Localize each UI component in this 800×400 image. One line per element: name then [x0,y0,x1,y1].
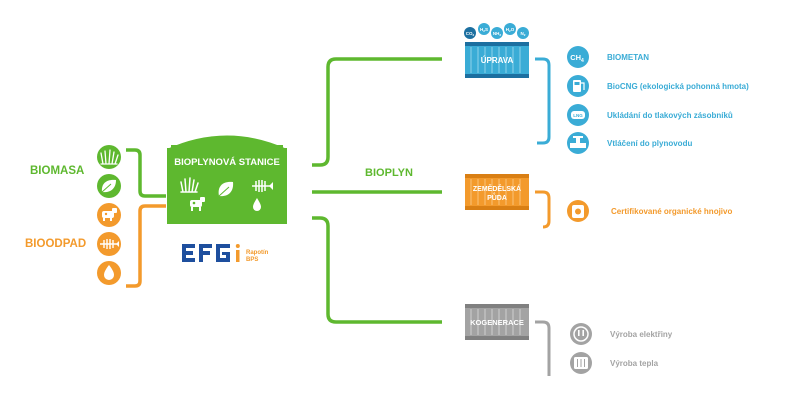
station-title: BIOPLYNOVÁ STANICE [174,157,280,168]
svg-text:NH3: NH3 [493,31,502,37]
svg-text:H2S: H2S [480,27,488,33]
source-grass-icon [97,145,121,169]
puda-box: ZEMĚDĚLSKÁ PŮDA [465,174,529,210]
gas-bubble-h2o: H2O [504,23,516,35]
svg-text:LNG: LNG [573,113,583,118]
output-biocng: BioCNG (ekologická pohonná hmota) [607,82,749,91]
biogas-station: BIOPLYNOVÁ STANICE [167,135,287,224]
fuel-pump-icon [567,75,589,97]
svg-text:N2: N2 [521,31,526,37]
ch4-icon: CH4 [567,46,589,68]
bioodpad-label: BIOODPAD [25,238,86,250]
bioodpad-connector [126,204,166,288]
output-hnojivo: Certifikované organické hnojivo [611,207,732,216]
svg-text:H2O: H2O [506,27,515,33]
output-biometan: BIOMETAN [607,53,649,62]
source-fish-bone-icon [97,232,121,256]
station-grass-icon [180,177,199,193]
radiator-icon [570,352,592,374]
kogenerace-label: KOGENERACE [470,318,524,327]
efg-logo-mark [182,244,230,262]
source-cow-icon [97,203,121,227]
output-ukladani: Ukládání do tlakových zásobníků [607,111,733,120]
uprava-output-bracket [535,57,551,145]
logo-sub-line1: Rapotín [246,250,269,256]
gas-bubbles: CO2 H2S NH3 H2O N2 [464,23,529,39]
gas-bubble-n2: N2 [517,27,529,39]
connector-kogenerace [312,216,442,324]
gas-bubble-h2s: H2S [478,23,490,35]
gas-bubble-co2: CO2 [464,27,476,39]
output-vtlaceni: Vtláčení do plynovodu [607,139,692,148]
uprava-box: ÚPRAVA [465,42,529,78]
bioplyn-label: BIOPLYN [365,167,413,179]
svg-text:CH4: CH4 [570,53,584,64]
pipeline-valve-icon [567,132,589,154]
lng-tank-icon: LNG [567,104,589,126]
station-leaves-icon [218,181,234,197]
station-fish-bone-icon [252,180,273,192]
efg-logo: Rapotín BPS [182,244,269,263]
kogenerace-output-bracket [535,320,551,376]
station-drop-icon [253,198,261,211]
output-elektrina: Výroba elektřiny [610,330,673,339]
logo-sub-line2: BPS [246,257,258,263]
uprava-label: ÚPRAVA [481,56,514,65]
source-leaves-icon [97,174,121,198]
puda-label-line1: ZEMĚDĚLSKÁ [473,184,521,193]
biomasa-label: BIOMASA [30,165,84,177]
station-cow-icon [190,197,205,211]
puda-output-bracket [535,190,551,229]
fertilizer-icon [567,200,589,222]
kogenerace-box: KOGENERACE [465,304,529,340]
svg-text:CO2: CO2 [466,31,475,37]
gas-bubble-nh3: NH3 [491,27,503,39]
source-drop-icon [97,261,121,285]
puda-label-line2: PŮDA [487,192,507,202]
connector-uprava [312,57,442,167]
power-plug-icon [570,323,592,345]
output-teplo: Výroba tepla [610,359,659,368]
biomasa-connector [126,148,166,198]
